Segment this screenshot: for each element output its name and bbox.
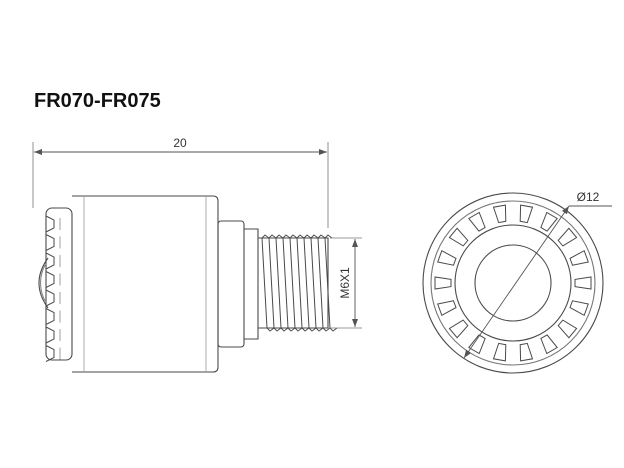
thread-top-notch xyxy=(282,234,291,239)
knurled-cap xyxy=(45,207,73,361)
diameter-dimension-label: Ø12 xyxy=(577,190,600,204)
knurl-tooth xyxy=(45,215,55,233)
knurl-tooth xyxy=(45,308,55,325)
thread-relief xyxy=(244,228,259,340)
main-body xyxy=(72,195,219,373)
thread-top-notch xyxy=(324,234,333,239)
knurl-tooth xyxy=(45,289,55,307)
thread-crest xyxy=(317,237,324,329)
knurl-tooth xyxy=(45,326,55,344)
end-view-tooth xyxy=(437,300,457,317)
end-view-teeth xyxy=(434,204,592,362)
end-view-tooth xyxy=(448,227,469,247)
thread-bottom-notch xyxy=(308,327,317,332)
thread-top-notch xyxy=(289,234,298,239)
thread-dimension-label: M6X1 xyxy=(338,267,352,299)
lens-dome-inner xyxy=(39,264,46,302)
thread-top-notch xyxy=(317,234,326,239)
thread-dimension: M6X1 xyxy=(330,237,362,329)
knurl-tooth xyxy=(45,345,55,362)
thread-crest xyxy=(275,237,282,329)
thread-bottom-notch xyxy=(329,327,338,332)
end-view-tooth xyxy=(540,334,558,355)
end-view-tooth xyxy=(557,227,578,247)
thread-crest xyxy=(324,237,331,329)
lens-dome xyxy=(38,257,49,309)
outer-rim-inner xyxy=(430,200,596,366)
length-dimension: 20 xyxy=(32,136,329,228)
end-view-tooth xyxy=(492,204,507,224)
lens-circle xyxy=(474,244,552,322)
knurl-tooth xyxy=(45,271,55,288)
end-view-tooth xyxy=(468,211,486,232)
thread-crest xyxy=(303,237,310,329)
knurl-tooth xyxy=(45,234,55,251)
side-view xyxy=(38,195,338,373)
part-number-title: FR070-FR075 xyxy=(34,90,161,112)
end-view-tooth xyxy=(519,342,534,362)
thread-lines xyxy=(261,234,338,332)
end-view-tooth xyxy=(569,249,589,266)
end-view-tooth xyxy=(492,342,507,362)
end-view-tooth xyxy=(519,204,534,224)
thread-crest xyxy=(261,237,268,329)
thread-bottom-notch xyxy=(301,327,310,332)
end-view-tooth xyxy=(437,249,457,266)
thread-crest xyxy=(289,237,296,329)
end-view-tooth xyxy=(569,300,589,317)
thread-top-notch xyxy=(268,234,277,239)
knurl-tooth xyxy=(45,252,55,270)
thread-top-notch xyxy=(303,234,312,239)
neck-shoulder xyxy=(217,220,245,348)
thread-top-notch xyxy=(275,234,284,239)
outer-rim xyxy=(422,192,604,374)
end-view-tooth xyxy=(540,211,558,232)
thread-crest xyxy=(296,237,303,329)
end-view xyxy=(422,192,604,374)
thread-bottom-notch xyxy=(273,327,282,332)
thread-top-notch xyxy=(310,234,319,239)
thread-crest xyxy=(310,237,317,329)
thread-bottom-notch xyxy=(287,327,296,332)
thread-bottom-notch xyxy=(315,327,324,332)
end-view-tooth xyxy=(448,319,469,339)
diameter-dimension: Ø12 xyxy=(463,190,612,359)
thread-top-notch xyxy=(296,234,305,239)
thread-bottom-notch xyxy=(294,327,303,332)
thread-crest xyxy=(268,237,275,329)
thread-bottom-notch xyxy=(266,327,275,332)
end-view-tooth xyxy=(557,319,578,339)
knurl-teeth xyxy=(45,215,61,362)
thread-bottom-notch xyxy=(280,327,289,332)
end-view-tooth xyxy=(434,276,452,290)
thread-crest xyxy=(282,237,289,329)
end-view-tooth xyxy=(468,334,486,355)
length-dimension-label: 20 xyxy=(173,136,187,150)
inner-ring xyxy=(454,224,572,342)
diameter-leader-line xyxy=(463,205,570,359)
end-view-tooth xyxy=(574,276,592,290)
thread-top-notch xyxy=(261,234,270,239)
thread-bottom-notch xyxy=(322,327,331,332)
